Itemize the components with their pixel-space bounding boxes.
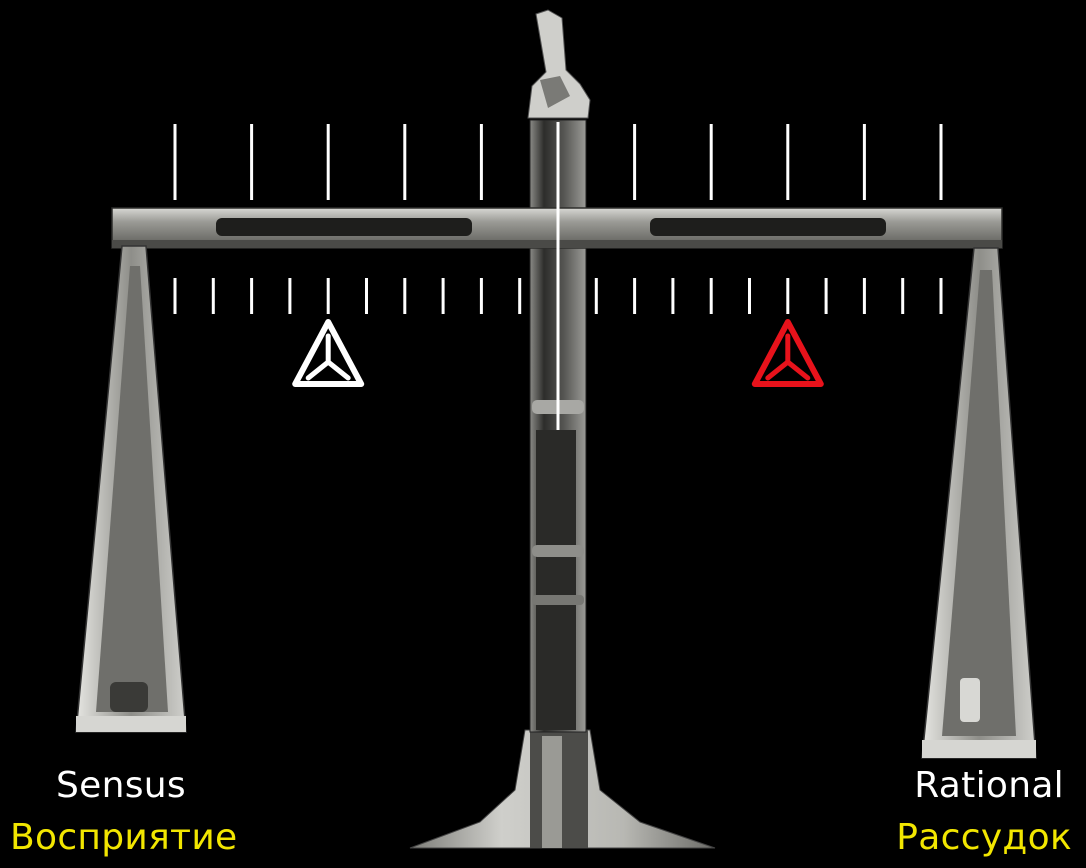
sensus-label-en: Sensus xyxy=(56,768,186,804)
finial-ornament xyxy=(528,10,590,118)
left-pan xyxy=(76,246,186,732)
scale-base xyxy=(410,730,715,848)
right-pan xyxy=(922,248,1036,758)
rational-label-ru: Рассудок xyxy=(896,820,1072,856)
right-marker-icon xyxy=(755,322,821,384)
sensus-label-ru: Восприятие xyxy=(10,820,237,856)
left-marker-icon xyxy=(295,322,361,384)
rational-label-en: Rational xyxy=(914,768,1064,804)
